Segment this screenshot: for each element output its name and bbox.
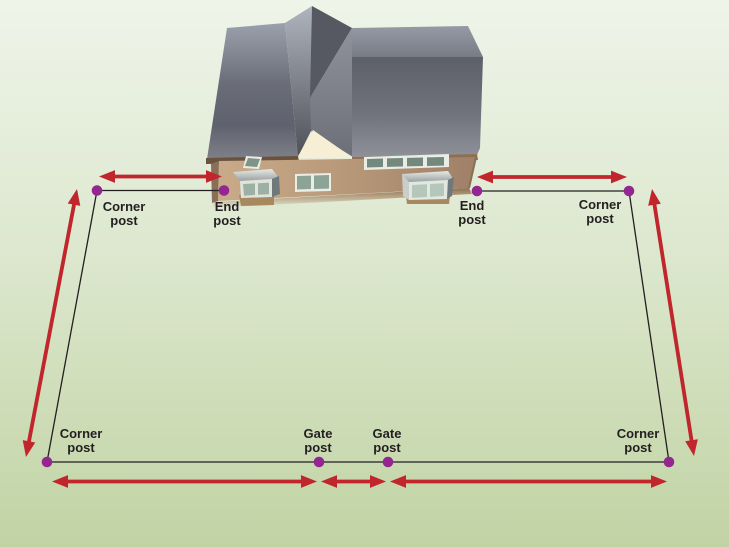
post-label-line: End [214,199,240,214]
post-label-line: Corner [102,199,146,214]
corner-post-bottom-left-dot [41,456,53,468]
bay-side [272,176,280,197]
measurement-arrow-head [22,440,36,457]
roof-gable-right-plane [310,6,352,98]
window-row-pane [407,157,423,167]
measurement-arrow-head [52,475,68,488]
right-bay-window [402,171,454,204]
measurement-arrow-head [390,475,406,488]
post-label-line: End [459,198,485,213]
bay-roof [233,169,279,181]
center-window-pane [297,175,311,190]
roof-left-plane [207,23,298,159]
house-illustration [206,6,483,208]
bay-front-pane [258,182,269,195]
post-label-line: post [458,211,486,227]
post-label-line: Corner [578,197,622,212]
window-row-pane [427,157,444,166]
house-roof [206,6,483,164]
post-label-line: Gate [372,426,402,441]
measurement-arrow-head [206,170,222,183]
center-window-pane [314,175,329,189]
post-label-line: post [110,212,138,228]
corner-post-bottom-right-dot [663,456,675,468]
window-row-pane [367,158,383,168]
left-wall-edge [211,161,219,203]
measurement-arrow-shaft [651,200,695,445]
post-label-line: post [624,439,652,455]
small-window-pane [245,158,260,167]
fence-line [628,190,670,463]
measurement-arrow-head [611,170,627,184]
roof-right-top-plane [352,26,483,57]
post-label-line: post [304,439,332,455]
measurement-arrow-head [651,475,667,488]
bay-side [402,174,409,200]
measurement-arrow-shaft [26,200,77,446]
roof-valley-plane [310,28,353,157]
measurement-arrow-head [477,170,493,184]
right-wall-edge [468,156,477,189]
end-post-left-dot [218,185,230,196]
window-row-pane [387,158,403,167]
post-label-line: post [213,212,241,228]
gate-post-left-dot [313,456,325,468]
fence-line [46,190,98,463]
bay-front-pane [430,183,444,197]
bay-side-dark [447,177,454,199]
post-label-line: Corner [616,426,660,441]
corner-post-top-right-dot [623,185,635,197]
post-label-line: post [67,439,95,455]
measurement-arrow-head [685,439,698,456]
measurement-arrow-head [67,189,81,206]
roof-gable-left-plane [285,6,312,157]
bay-roof [402,171,454,182]
measurement-arrow-head [301,475,317,488]
gate-post-right-dot [382,456,394,468]
bay-front-pane [412,184,427,198]
bay-front-pane [243,183,255,196]
gable-underside [297,130,353,158]
house-windows [243,154,449,192]
post-label-line: Gate [303,426,333,441]
end-post-right-dot [471,185,483,197]
fence-and-measurements [22,170,698,488]
left-bay-window [233,169,280,206]
post-label-line: Corner [59,426,103,441]
measurement-arrow-head [648,189,661,206]
measurement-arrow-head [370,475,386,488]
corner-post-top-left-dot [91,185,103,196]
post-label-line: post [586,210,614,226]
measurement-arrow-head [321,475,337,488]
post-label-line: post [373,439,401,455]
roof-right-front-plane [352,57,483,157]
measurement-arrow-head [99,170,115,183]
